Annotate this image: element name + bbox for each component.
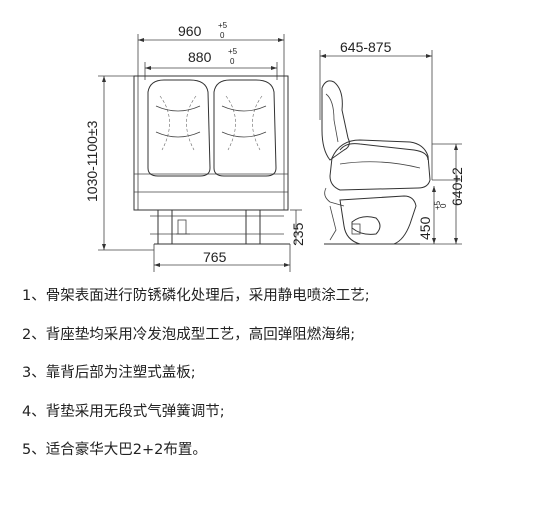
dim-880: 880 — [188, 49, 212, 65]
seat-technical-drawing: 960 +5 0 880 +5 0 — [84, 21, 465, 272]
note-item: 1、骨架表面进行防锈磷化处理后，采用静电喷涂工艺; — [22, 288, 370, 304]
dim-side-depth: 645-875 — [340, 39, 392, 55]
front-view: 960 +5 0 880 +5 0 — [84, 21, 306, 272]
spec-notes: 1、骨架表面进行防锈磷化处理后，采用静电喷涂工艺; 2、背座垫均采用冷发泡成型工… — [22, 287, 542, 480]
dim-765: 765 — [203, 249, 227, 265]
dim-960-tol-lower: 0 — [220, 31, 225, 40]
note-item: 4、背垫采用无段式气弹簧调节; — [22, 403, 225, 420]
dim-450-tol-lower: 0 — [439, 203, 448, 208]
note-item: 2、背座垫均采用冷发泡成型工艺，高回弹阻燃海绵; — [22, 326, 356, 343]
dim-total-height: 1030-1100±3 — [84, 120, 100, 202]
dim-450: 450 — [417, 216, 433, 240]
dim-880-tol-upper: +5 — [228, 47, 238, 56]
dim-235: 235 — [290, 222, 306, 246]
note-item: 3、靠背后部为注塑式盖板; — [22, 365, 196, 381]
note-item: 5、适合豪华大巴2+2布置。 — [22, 442, 207, 458]
dim-880-tol-lower: 0 — [230, 57, 235, 66]
dim-450-tol-upper: +5 — [433, 200, 442, 210]
dim-960: 960 — [178, 23, 202, 39]
dim-960-tol-upper: +5 — [218, 21, 228, 30]
side-view: 645-875 640±2 450 +5 0 — [319, 39, 465, 245]
dim-640: 640±2 — [449, 167, 465, 206]
